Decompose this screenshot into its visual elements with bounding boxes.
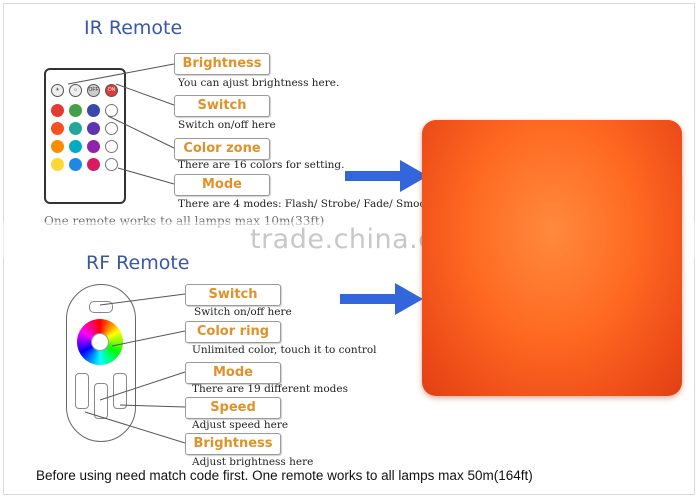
ir-color-button bbox=[87, 140, 100, 153]
ir-mode-desc: There are 4 modes: Flash/ Strobe/ Fade/ … bbox=[178, 198, 437, 210]
ir-color-button bbox=[105, 122, 118, 135]
ir-color-button bbox=[69, 158, 82, 171]
bottom-note: Before using need match code first. One … bbox=[36, 468, 533, 483]
ir-switch-line bbox=[115, 83, 175, 106]
rf-left-key-icon bbox=[75, 373, 89, 409]
ir-color-button bbox=[87, 104, 100, 117]
ir-switch-desc: Switch on/off here bbox=[178, 119, 276, 131]
rf-speed-desc: Adjust speed here bbox=[192, 419, 289, 431]
rf-color-ring-label: Color ring bbox=[185, 321, 281, 343]
ir-brightness-desc: You can ajust brightness here. bbox=[178, 77, 340, 89]
ir-color-button bbox=[51, 158, 64, 171]
ir-on-button: ON bbox=[105, 84, 118, 97]
ir-color-button bbox=[69, 122, 82, 135]
rf-color-ring-icon bbox=[77, 319, 123, 365]
ir-color-button bbox=[51, 122, 64, 135]
ir-brightness-up-icon: ☀ bbox=[51, 84, 64, 97]
ir-off-button: OFF bbox=[87, 84, 100, 97]
ir-mode-line bbox=[117, 167, 175, 185]
rf-speed-line bbox=[119, 404, 186, 408]
ir-color-zone-line bbox=[107, 115, 175, 149]
rf-brightness-desc: Adjust brightness here bbox=[192, 456, 314, 468]
ir-switch-label: Switch bbox=[174, 95, 270, 117]
ir-brightness-down-icon: ☼ bbox=[69, 84, 82, 97]
rf-remote-device bbox=[66, 284, 136, 442]
ir-color-button bbox=[105, 104, 118, 117]
ir-color-button bbox=[105, 140, 118, 153]
rf-switch-desc: Switch on/off here bbox=[194, 306, 292, 318]
rf-switch-icon bbox=[89, 301, 113, 313]
ir-color-button bbox=[69, 140, 82, 153]
rf-mode-line bbox=[99, 371, 186, 401]
rf-brightness-label: Brightness bbox=[185, 433, 281, 455]
ir-color-button bbox=[105, 158, 118, 171]
rf-color-ring-desc: Unlimited color, touch it to control bbox=[192, 344, 377, 356]
rf-switch-label: Switch bbox=[185, 284, 281, 306]
ir-color-button bbox=[51, 104, 64, 117]
rf-mode-key-icon bbox=[94, 383, 108, 419]
ir-mode-label: Mode bbox=[174, 174, 270, 196]
ir-color-button bbox=[51, 140, 64, 153]
ir-arrow-icon bbox=[345, 160, 428, 192]
rf-arrow-icon bbox=[340, 283, 423, 315]
rf-speed-label: Speed bbox=[185, 397, 281, 419]
watermark-text: trade.china.cn bbox=[250, 224, 452, 255]
ir-color-zone-label: Color zone bbox=[174, 138, 270, 160]
rf-color-ring-line bbox=[111, 330, 186, 347]
ir-color-button bbox=[87, 158, 100, 171]
ir-brightness-label: Brightness bbox=[174, 53, 270, 75]
led-cube-image bbox=[422, 120, 682, 396]
ir-color-zone-desc: There are 16 colors for setting. bbox=[178, 159, 345, 171]
rf-mode-label: Mode bbox=[185, 362, 281, 384]
ir-color-button bbox=[69, 104, 82, 117]
ir-remote-device: ☀ ☼ OFF ON bbox=[44, 68, 126, 204]
ir-remote-title: IR Remote bbox=[84, 17, 183, 39]
ir-color-button bbox=[87, 122, 100, 135]
rf-mode-desc: There are 19 different modes bbox=[192, 383, 348, 395]
ir-brightness-line bbox=[67, 63, 175, 85]
rf-brightness-line bbox=[84, 411, 186, 444]
rf-remote-title: RF Remote bbox=[86, 252, 190, 274]
rf-switch-line bbox=[99, 293, 186, 306]
